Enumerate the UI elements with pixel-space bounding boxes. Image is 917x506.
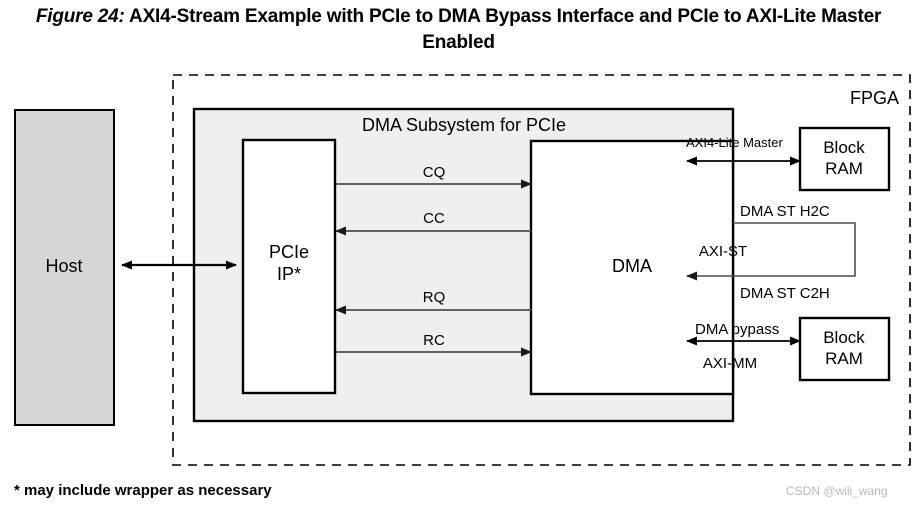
axi-mm-label: AXI-MM	[703, 355, 757, 372]
block-ram-top-box	[798, 126, 891, 192]
host-label: Host	[45, 256, 82, 276]
fpga-label: FPGA	[850, 88, 899, 108]
axi4-lite-master-label: AXI4-Lite Master	[686, 135, 783, 150]
cc-label: CC	[423, 210, 445, 227]
block-ram-top-line1: Block	[823, 138, 865, 157]
figure-number: Figure 24:	[35, 6, 125, 27]
block-ram-bottom-line2: RAM	[825, 349, 863, 368]
rc-label: RC	[423, 332, 445, 349]
block-ram-top-line2: RAM	[825, 159, 863, 178]
dma-st-c2h-label: DMA ST C2H	[740, 285, 830, 302]
fpga-boundary	[172, 74, 911, 466]
dma-box	[529, 139, 735, 396]
block-ram-bottom-line1: Block	[823, 328, 865, 347]
pcie-ip-box	[241, 138, 337, 395]
block-ram-bottom-box	[798, 316, 891, 382]
dma-bypass-label: DMA bypass	[695, 321, 779, 338]
footnote: * may include wrapper as necessary	[14, 482, 272, 499]
dma-subsystem-label: DMA Subsystem for PCIe	[362, 115, 566, 135]
cq-label: CQ	[423, 164, 446, 181]
rq-label: RQ	[423, 289, 446, 306]
watermark: CSDN @wili_wang	[786, 484, 888, 498]
dma-label: DMA	[612, 256, 652, 276]
dma-st-h2c-label: DMA ST H2C	[740, 203, 830, 220]
figure-title: Figure 24: AXI4-Stream Example with PCIe…	[0, 4, 917, 56]
host-box	[14, 109, 115, 426]
pcie-ip-label-line2: IP*	[277, 264, 301, 284]
pcie-ip-label-line1: PCIe	[269, 242, 309, 262]
axi-st-loopback-path	[686, 222, 856, 281]
figure-title-text: AXI4-Stream Example with PCIe to DMA Byp…	[129, 6, 882, 53]
axi-st-label: AXI-ST	[699, 243, 747, 260]
